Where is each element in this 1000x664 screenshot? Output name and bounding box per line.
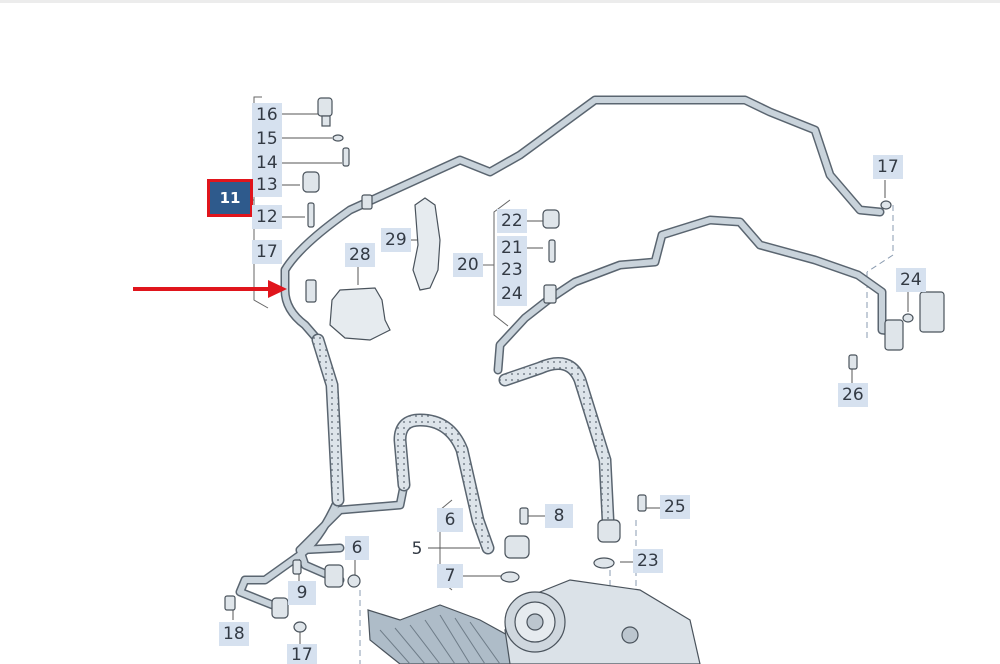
fittings (224, 97, 945, 633)
callout-6-center[interactable]: 6 (437, 508, 463, 532)
callout-26[interactable]: 26 (838, 383, 868, 407)
callout-24-right[interactable]: 24 (896, 268, 926, 292)
pointer-arrow (133, 280, 287, 298)
callout-14[interactable]: 14 (252, 151, 282, 175)
callout-17-lower[interactable]: 17 (287, 644, 317, 664)
callout-15[interactable]: 15 (252, 127, 282, 151)
callout-7[interactable]: 7 (437, 564, 463, 588)
pipe-outlines (235, 95, 903, 611)
callout-18[interactable]: 18 (219, 622, 249, 646)
compressor (504, 579, 701, 664)
callout-25[interactable]: 25 (660, 495, 690, 519)
top-border (0, 0, 1000, 3)
callout-23-lower[interactable]: 23 (633, 549, 663, 573)
callout-8[interactable]: 8 (545, 504, 573, 528)
callout-20[interactable]: 20 (453, 253, 483, 277)
flex-hoses (311, 333, 615, 555)
pipe-fills (237, 97, 901, 609)
bracket-parts (329, 197, 441, 341)
callout-16[interactable]: 16 (252, 103, 282, 127)
callout-6-left[interactable]: 6 (345, 536, 369, 560)
callout-13[interactable]: 13 (252, 173, 282, 197)
callout-21[interactable]: 21 (497, 236, 527, 260)
callout-12[interactable]: 12 (252, 205, 282, 229)
callout-11-selected[interactable]: 11 (207, 179, 253, 217)
callout-22[interactable]: 22 (497, 209, 527, 233)
callout-17-right[interactable]: 17 (873, 155, 903, 179)
callout-5[interactable]: 5 (411, 539, 423, 559)
callout-28[interactable]: 28 (345, 243, 375, 267)
callout-23-upper[interactable]: 23 (497, 258, 527, 282)
callout-9[interactable]: 9 (288, 581, 316, 605)
callout-17-upper[interactable]: 17 (252, 240, 282, 264)
callout-24-upper[interactable]: 24 (497, 282, 527, 306)
callout-29[interactable]: 29 (381, 228, 411, 252)
